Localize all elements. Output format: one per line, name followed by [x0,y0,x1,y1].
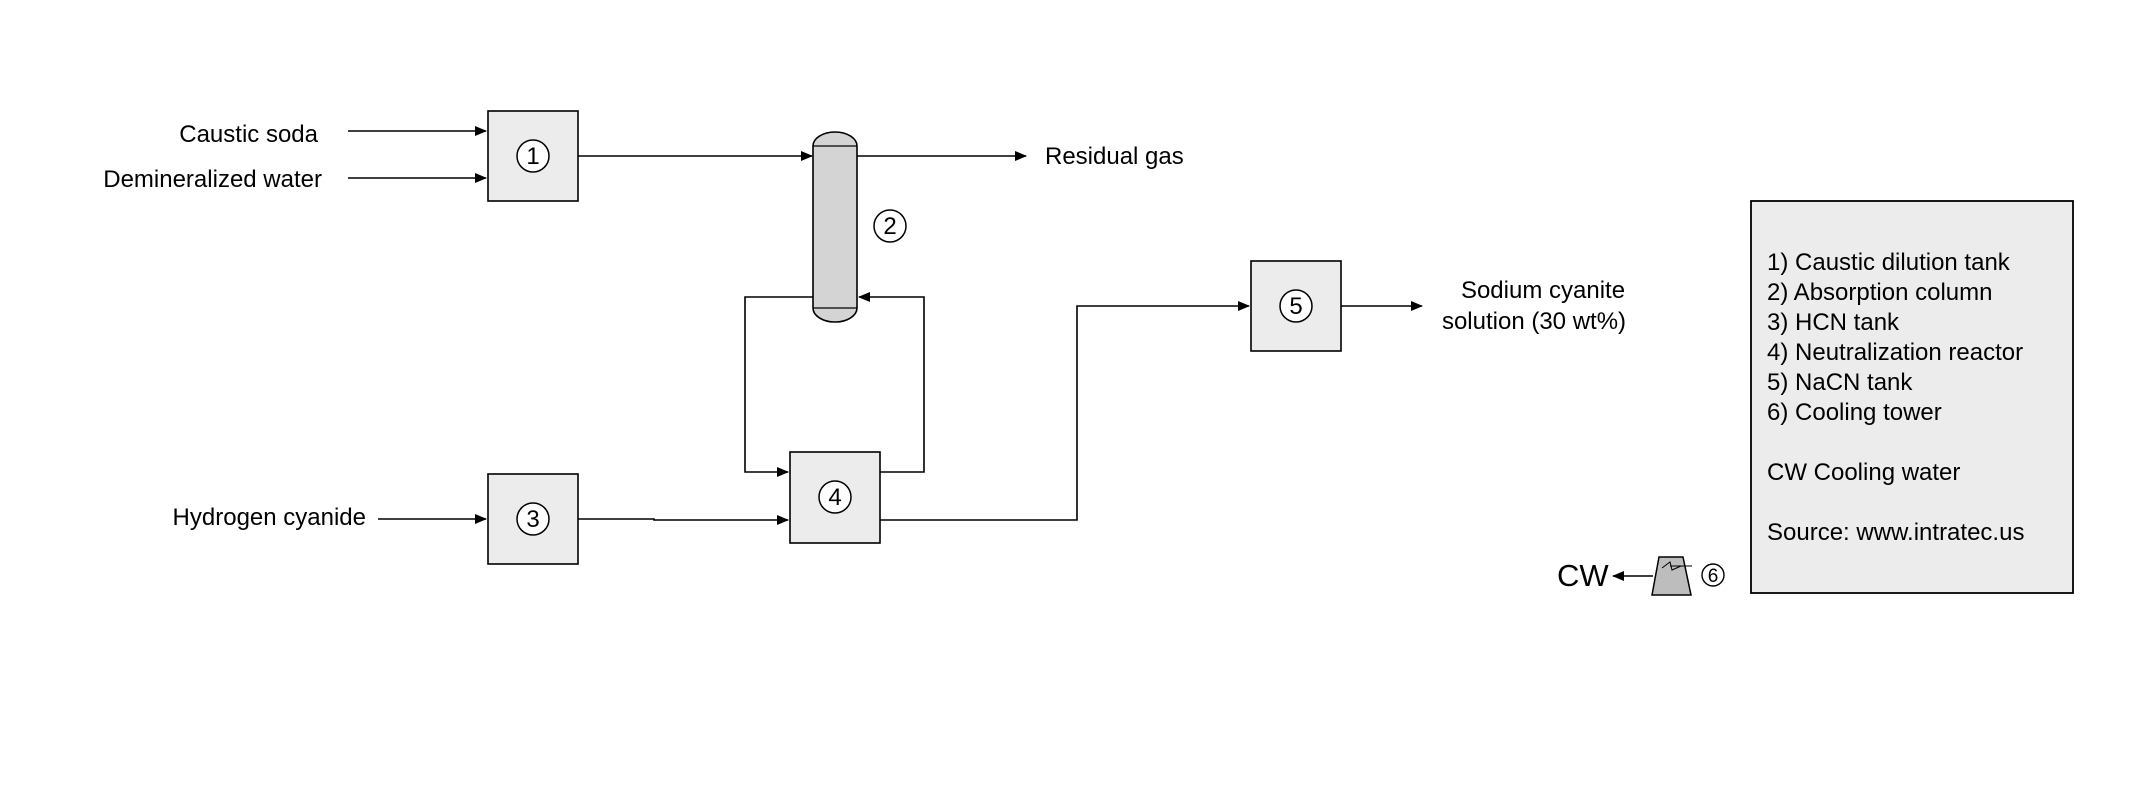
product-label-line1: Sodium cyanite [1461,277,1625,304]
caustic-dilution-tank: 1 [487,110,579,202]
reactor-recycle-to-column [858,292,925,473]
nacn-tank: 5 [1250,260,1342,352]
hydrogen-cyanide-label: Hydrogen cyanide [173,504,366,531]
legend-source: Source: www.intratec.us [1767,519,2024,546]
legend-item-1: 1) Caustic dilution tank [1767,249,2011,276]
demineralized-water-label: Demineralized water [103,166,322,193]
unit-number-4: 4 [828,484,841,511]
unit-number-1: 1 [526,143,539,170]
legend-box: 1) Caustic dilution tank 2) Absorption c… [1750,200,2074,594]
cooling-tower: 6 [1651,556,1725,596]
hcn-tank: 3 [487,473,579,565]
residual-gas-label: Residual gas [1045,143,1184,170]
unit-number-3: 3 [526,506,539,533]
absorption-column: 2 [812,131,907,323]
legend-item-6: 6) Cooling tower [1767,399,1942,426]
unit-number-2: 2 [883,213,896,240]
neutralization-reactor: 4 [789,451,881,544]
column-bottoms-to-reactor [744,296,813,477]
stream-3-to-reactor [578,515,789,525]
legend-cw-note: CW Cooling water [1767,459,1960,486]
stream-4-to-nacn-tank [880,301,1250,521]
unit-number-5: 5 [1289,293,1302,320]
legend-item-2: 2) Absorption column [1767,279,1992,306]
legend-item-3: 3) HCN tank [1767,309,1900,336]
unit-number-6: 6 [1708,566,1719,587]
product-label-line2: solution (30 wt%) [1442,308,1626,335]
legend-item-4: 4) Neutralization reactor [1767,339,2023,366]
legend-item-5: 5) NaCN tank [1767,369,1913,396]
caustic-soda-label: Caustic soda [179,121,318,148]
cw-label: CW [1557,558,1609,593]
